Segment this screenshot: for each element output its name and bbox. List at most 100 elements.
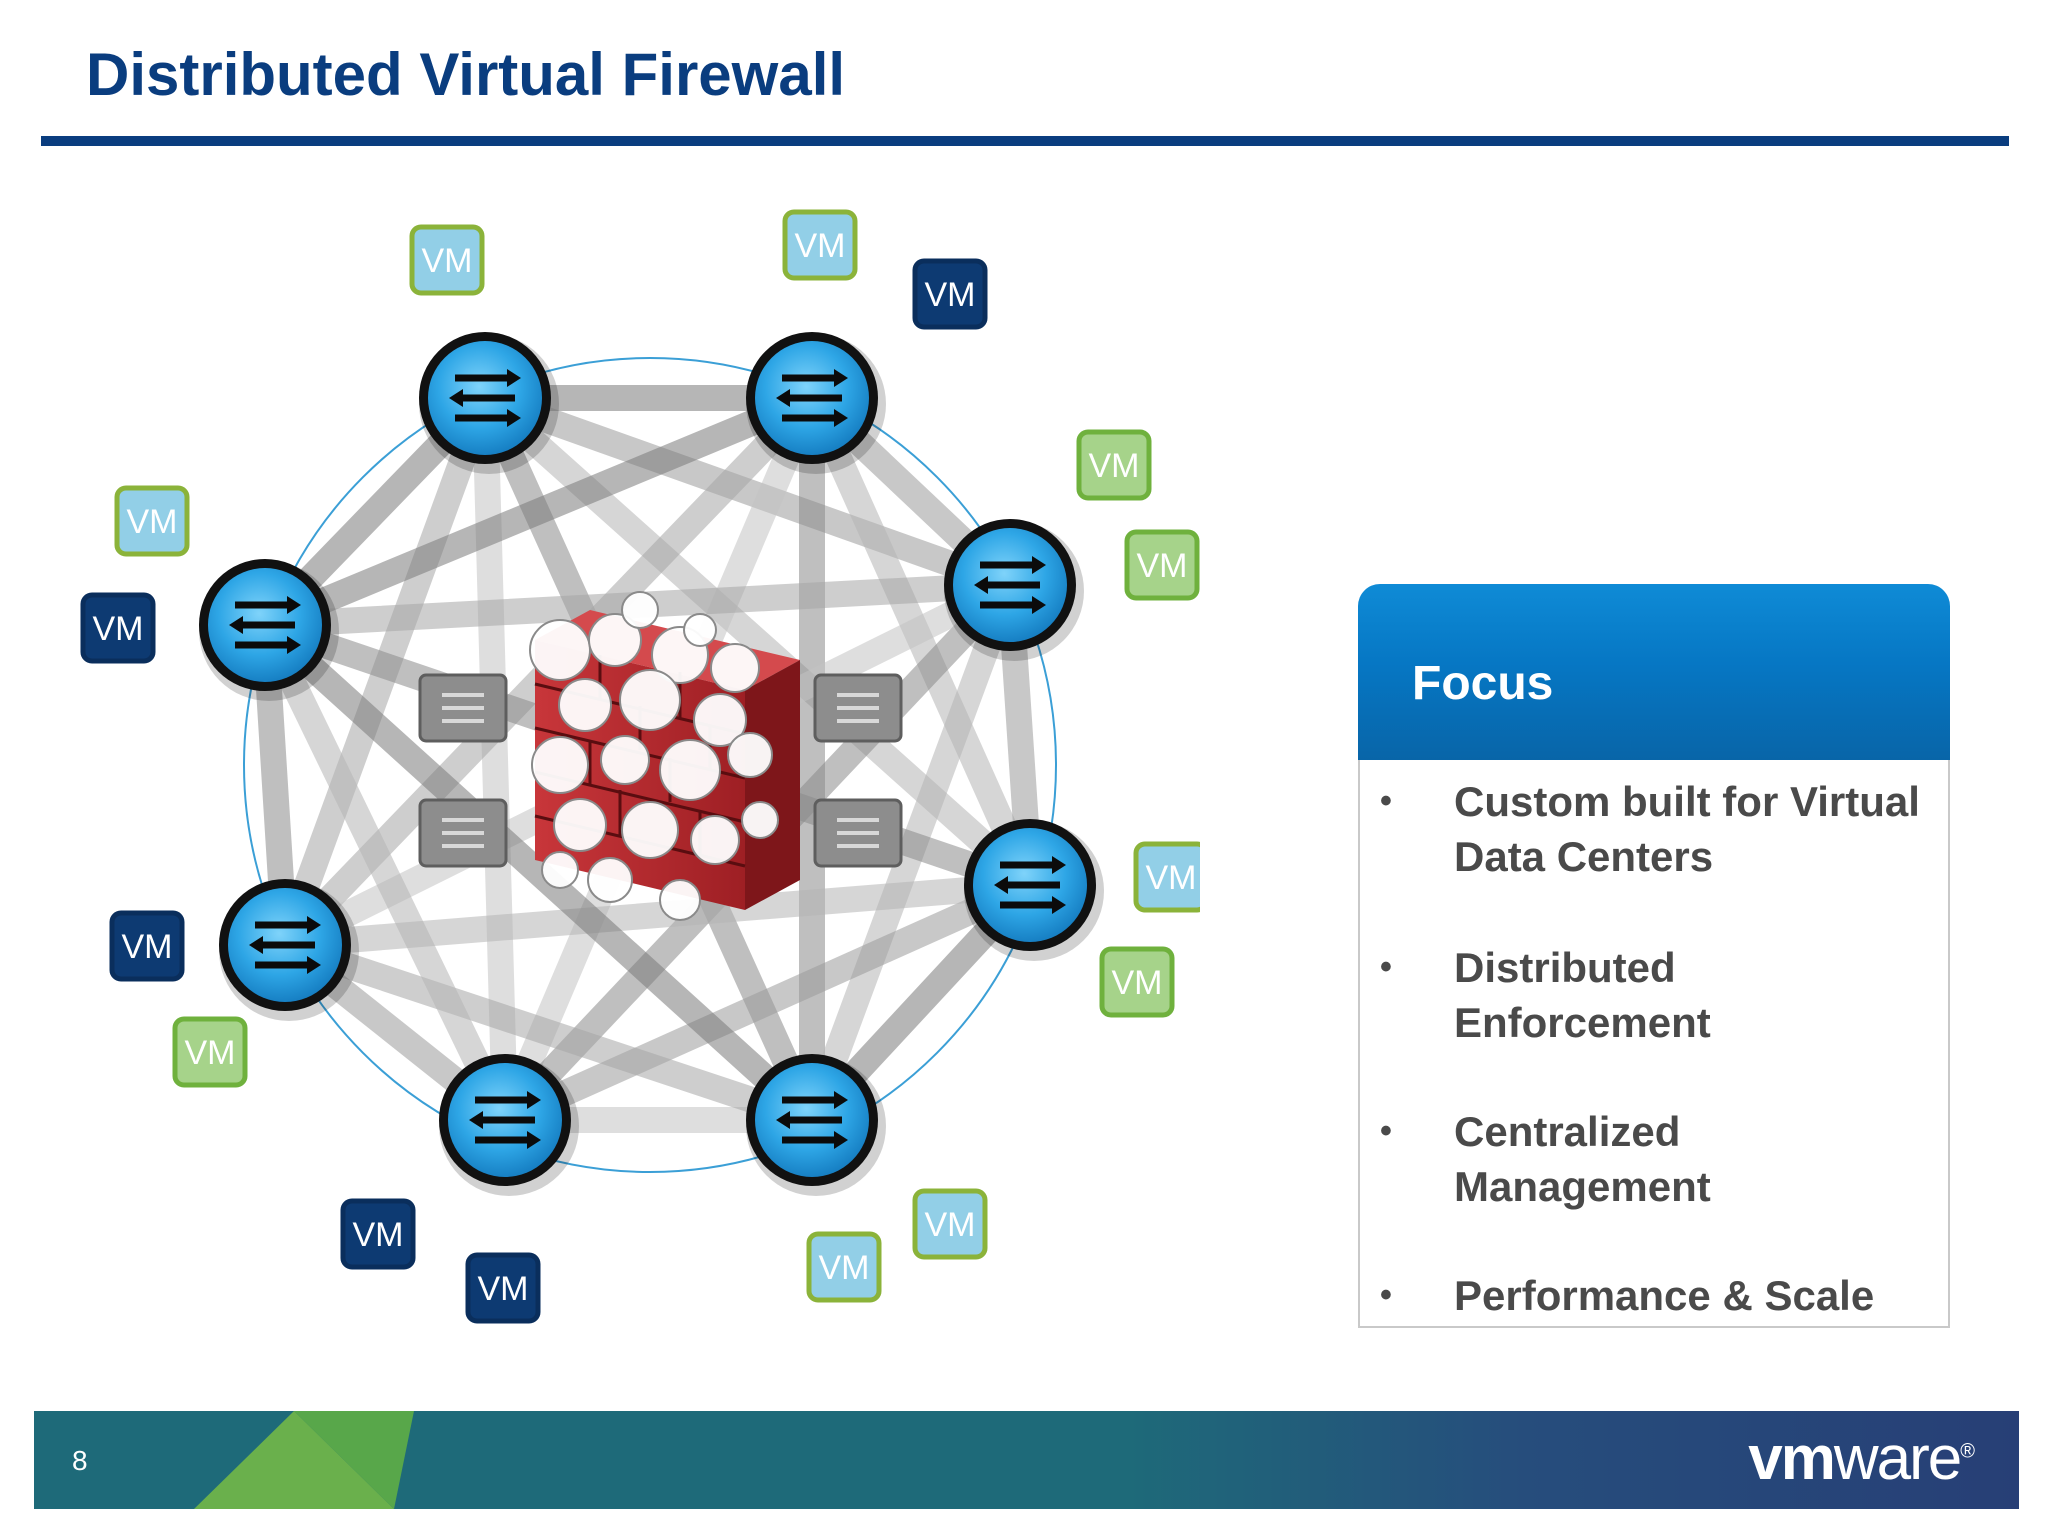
flame-puff [621, 591, 659, 629]
vm-badge: VM [109, 910, 185, 982]
vm-badge: VM [1099, 946, 1175, 1018]
flame-puff [558, 678, 612, 732]
switch-arrows-icon [249, 916, 321, 974]
hypervisor-nodes [199, 332, 1104, 1196]
logo-registered: ® [1960, 1440, 1975, 1463]
mesh-link [252, 612, 825, 1133]
vm-label: VM [1112, 964, 1163, 1002]
flame-puff [621, 801, 679, 859]
switch-arrows-icon [974, 556, 1046, 614]
switch-arrows-icon [776, 369, 848, 427]
vm-label: VM [185, 1034, 236, 1072]
switch-box-icon [418, 798, 508, 868]
flame-puff [553, 798, 607, 852]
focus-panel: Focus • Custom built for Virtual Data Ce… [1358, 584, 1950, 1330]
bullet-dot-icon: • [1380, 1276, 1392, 1314]
vm-label: VM [122, 928, 173, 966]
ring-network [243, 357, 1057, 1173]
flame-puff [727, 732, 773, 778]
vm-label: VM [1137, 547, 1188, 585]
mesh-link [272, 932, 825, 1133]
mesh-link [492, 872, 1043, 1133]
flame-puff [587, 857, 633, 903]
slide-title: Distributed Virtual Firewall [86, 41, 846, 108]
footer-bar: 8 vmware® [34, 1411, 2019, 1509]
focus-panel-body: • Custom built for Virtual Data Centers … [1358, 760, 1950, 1328]
vmware-logo: vmware® [1748, 1423, 1975, 1494]
firewall-brick-icon [529, 591, 800, 921]
switch-arrows-icon [776, 1091, 848, 1149]
flame-puff [710, 643, 760, 693]
bullet-dot-icon: • [1380, 948, 1392, 986]
flame-puff [531, 736, 589, 794]
logo-ware: ware [1833, 1424, 1962, 1493]
bullet-text: Centralized Management [1454, 1108, 1711, 1210]
vm-label: VM [1089, 447, 1140, 485]
firewall-side [745, 660, 800, 910]
switch-arrows-icon [449, 369, 521, 427]
ring-circle [243, 357, 1057, 1173]
flame-puff [693, 693, 747, 747]
footer-triangles [34, 1411, 414, 1509]
vm-label: VM [795, 227, 846, 265]
title-underline [41, 136, 2009, 146]
flame-puff [690, 815, 740, 865]
logo-vm: vm [1748, 1424, 1836, 1493]
bullet-dot-icon: • [1380, 1112, 1392, 1150]
vm-badge: VM [1124, 529, 1200, 601]
vm-badge: VM [80, 592, 156, 664]
virtual-switches [418, 673, 903, 868]
hypervisor-node [439, 1054, 579, 1196]
mesh-link [472, 385, 1023, 598]
switch-box-icon [813, 673, 903, 743]
mesh-link [252, 385, 825, 638]
vm-badge: VM [409, 224, 485, 296]
vm-badges: VM VM VM VM VM VM VM VM VM VM VM VM VM VM VM [80, 209, 1200, 1324]
hypervisor-node [944, 519, 1084, 661]
vm-label: VM [353, 1216, 404, 1254]
vm-label: VM [1146, 859, 1197, 897]
vm-badge: VM [912, 1188, 988, 1260]
switch-box-icon [813, 798, 903, 868]
hypervisor-node [199, 559, 339, 701]
bullet-text: Performance & Scale [1454, 1272, 1875, 1319]
vm-label: VM [925, 1206, 976, 1244]
focus-panel-title: Focus [1412, 657, 1554, 710]
vm-badge: VM [1076, 429, 1152, 501]
flame-puff [741, 801, 779, 839]
switch-arrows-icon [469, 1091, 541, 1149]
vm-badge: VM [782, 209, 858, 281]
flame-puff [529, 619, 591, 681]
vm-badge: VM [1133, 841, 1200, 913]
page-number: 8 [72, 1445, 88, 1476]
vm-badge: VM [806, 1231, 882, 1303]
hypervisor-node [419, 332, 559, 474]
flame-puff [619, 669, 681, 731]
switch-box-icon [418, 673, 508, 743]
hypervisor-node [746, 1054, 886, 1196]
focus-panel-header: Focus [1358, 584, 1950, 760]
vm-badge: VM [912, 258, 988, 330]
hypervisor-node [746, 332, 886, 474]
vm-label: VM [478, 1270, 529, 1308]
vm-label: VM [422, 242, 473, 280]
flame-puff [541, 851, 579, 889]
vm-badge: VM [172, 1016, 248, 1088]
bullet-text: Custom built for Virtual Data Centers [1454, 778, 1920, 880]
bullet-text: Distributed Enforcement [1454, 944, 1711, 1046]
hypervisor-node [964, 819, 1104, 961]
flame-puff [588, 613, 642, 667]
firewall-mesh-diagram: VM VM VM VM VM VM VM VM VM VM VM VM VM VM VM [80, 209, 1200, 1324]
vm-label: VM [127, 503, 178, 541]
vm-label: VM [819, 1249, 870, 1287]
flame-puff [659, 739, 721, 801]
flame-puff [659, 879, 701, 921]
flame-puff [683, 613, 717, 647]
bullet-dot-icon: • [1380, 782, 1392, 820]
vm-badge: VM [340, 1198, 416, 1270]
flame-puff [600, 735, 650, 785]
vm-badge: VM [465, 1252, 541, 1324]
switch-arrows-icon [994, 856, 1066, 914]
vm-label: VM [93, 610, 144, 648]
switch-arrows-icon [229, 596, 301, 654]
